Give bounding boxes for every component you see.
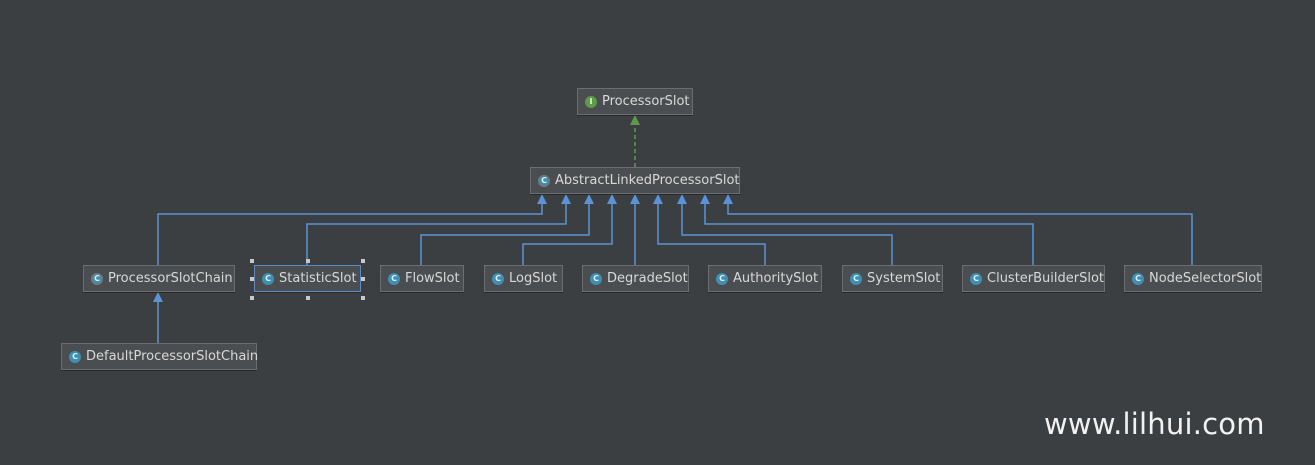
edge-arrowhead-7 — [677, 194, 687, 204]
edge-extends-cluster-builder-slot — [704, 203, 1034, 265]
edge-arrowhead-2 — [561, 194, 571, 204]
edge-arrowhead-10 — [153, 292, 163, 302]
edge-extends-processor-slot-chain — [157, 203, 543, 265]
node-authority-slot[interactable]: C AuthoritySlot — [708, 265, 822, 292]
selection-handle[interactable] — [250, 259, 254, 263]
node-label: ProcessorSlotChain — [108, 271, 233, 286]
edge-arrowhead-1 — [537, 194, 547, 204]
edge-extends-system-slot — [681, 203, 893, 265]
edge-arrowhead-0 — [630, 115, 640, 125]
selection-handle[interactable] — [361, 296, 365, 300]
node-default-processor-slot-chain[interactable]: C DefaultProcessorSlotChain — [61, 343, 259, 370]
class-badge-icon: C — [69, 350, 81, 363]
selection-handle[interactable] — [250, 296, 254, 300]
edge-extends-statistic-slot — [306, 203, 567, 265]
watermark-text: www.lilhui.com — [1044, 407, 1265, 441]
node-system-slot[interactable]: C SystemSlot — [842, 265, 943, 292]
selection-handle[interactable] — [361, 259, 365, 263]
node-log-slot[interactable]: C LogSlot — [484, 265, 563, 292]
node-label: LogSlot — [509, 271, 558, 286]
node-label: ProcessorSlot — [602, 94, 690, 109]
node-abstract-linked-processor-slot[interactable]: C AbstractLinkedProcessorSlot — [530, 167, 740, 194]
selection-handle[interactable] — [361, 276, 365, 281]
node-statistic-slot[interactable]: C StatisticSlot — [254, 265, 361, 292]
node-label: NodeSelectorSlot — [1149, 271, 1262, 286]
node-label: DegradeSlot — [607, 271, 688, 286]
selection-handle[interactable] — [305, 296, 310, 300]
node-degrade-slot[interactable]: C DegradeSlot — [582, 265, 689, 292]
class-badge-icon: C — [262, 272, 274, 285]
node-cluster-builder-slot[interactable]: C ClusterBuilderSlot — [962, 265, 1105, 292]
node-label: StatisticSlot — [279, 271, 357, 286]
node-label: SystemSlot — [867, 271, 941, 286]
edge-extends-flow-slot — [420, 203, 590, 265]
class-badge-icon: C — [388, 272, 400, 285]
interface-badge-icon: I — [585, 95, 597, 108]
node-node-selector-slot[interactable]: C NodeSelectorSlot — [1124, 265, 1262, 292]
node-label: DefaultProcessorSlotChain — [86, 349, 259, 364]
node-processor-slot-chain[interactable]: C ProcessorSlotChain — [83, 265, 235, 292]
node-label: FlowSlot — [405, 271, 460, 286]
node-label: AbstractLinkedProcessorSlot — [555, 173, 740, 188]
edge-arrowhead-4 — [607, 194, 617, 204]
class-badge-icon: C — [492, 272, 504, 285]
edge-extends-authority-slot — [657, 203, 766, 265]
selection-handle[interactable] — [250, 276, 254, 281]
node-flow-slot[interactable]: C FlowSlot — [380, 265, 464, 292]
edge-extends-log-slot — [522, 203, 613, 265]
class-badge-icon: C — [970, 272, 982, 285]
edge-arrowhead-3 — [584, 194, 594, 204]
node-processor-slot[interactable]: I ProcessorSlot — [577, 88, 693, 115]
class-badge-icon: C — [1132, 272, 1144, 285]
class-badge-icon: C — [716, 272, 728, 285]
node-label: AuthoritySlot — [733, 271, 819, 286]
abstract-badge-icon: C — [538, 174, 550, 187]
edge-extends-node-selector-slot — [727, 203, 1193, 265]
edge-arrowhead-8 — [700, 194, 710, 204]
class-badge-icon: C — [590, 272, 602, 285]
node-label: ClusterBuilderSlot — [987, 271, 1105, 286]
edge-arrowhead-6 — [653, 194, 663, 204]
class-badge-icon: C — [850, 272, 862, 285]
selection-handle[interactable] — [305, 259, 310, 263]
edge-arrowhead-9 — [723, 194, 733, 204]
edge-arrowhead-5 — [630, 194, 640, 204]
abstract-badge-icon: C — [91, 272, 103, 285]
